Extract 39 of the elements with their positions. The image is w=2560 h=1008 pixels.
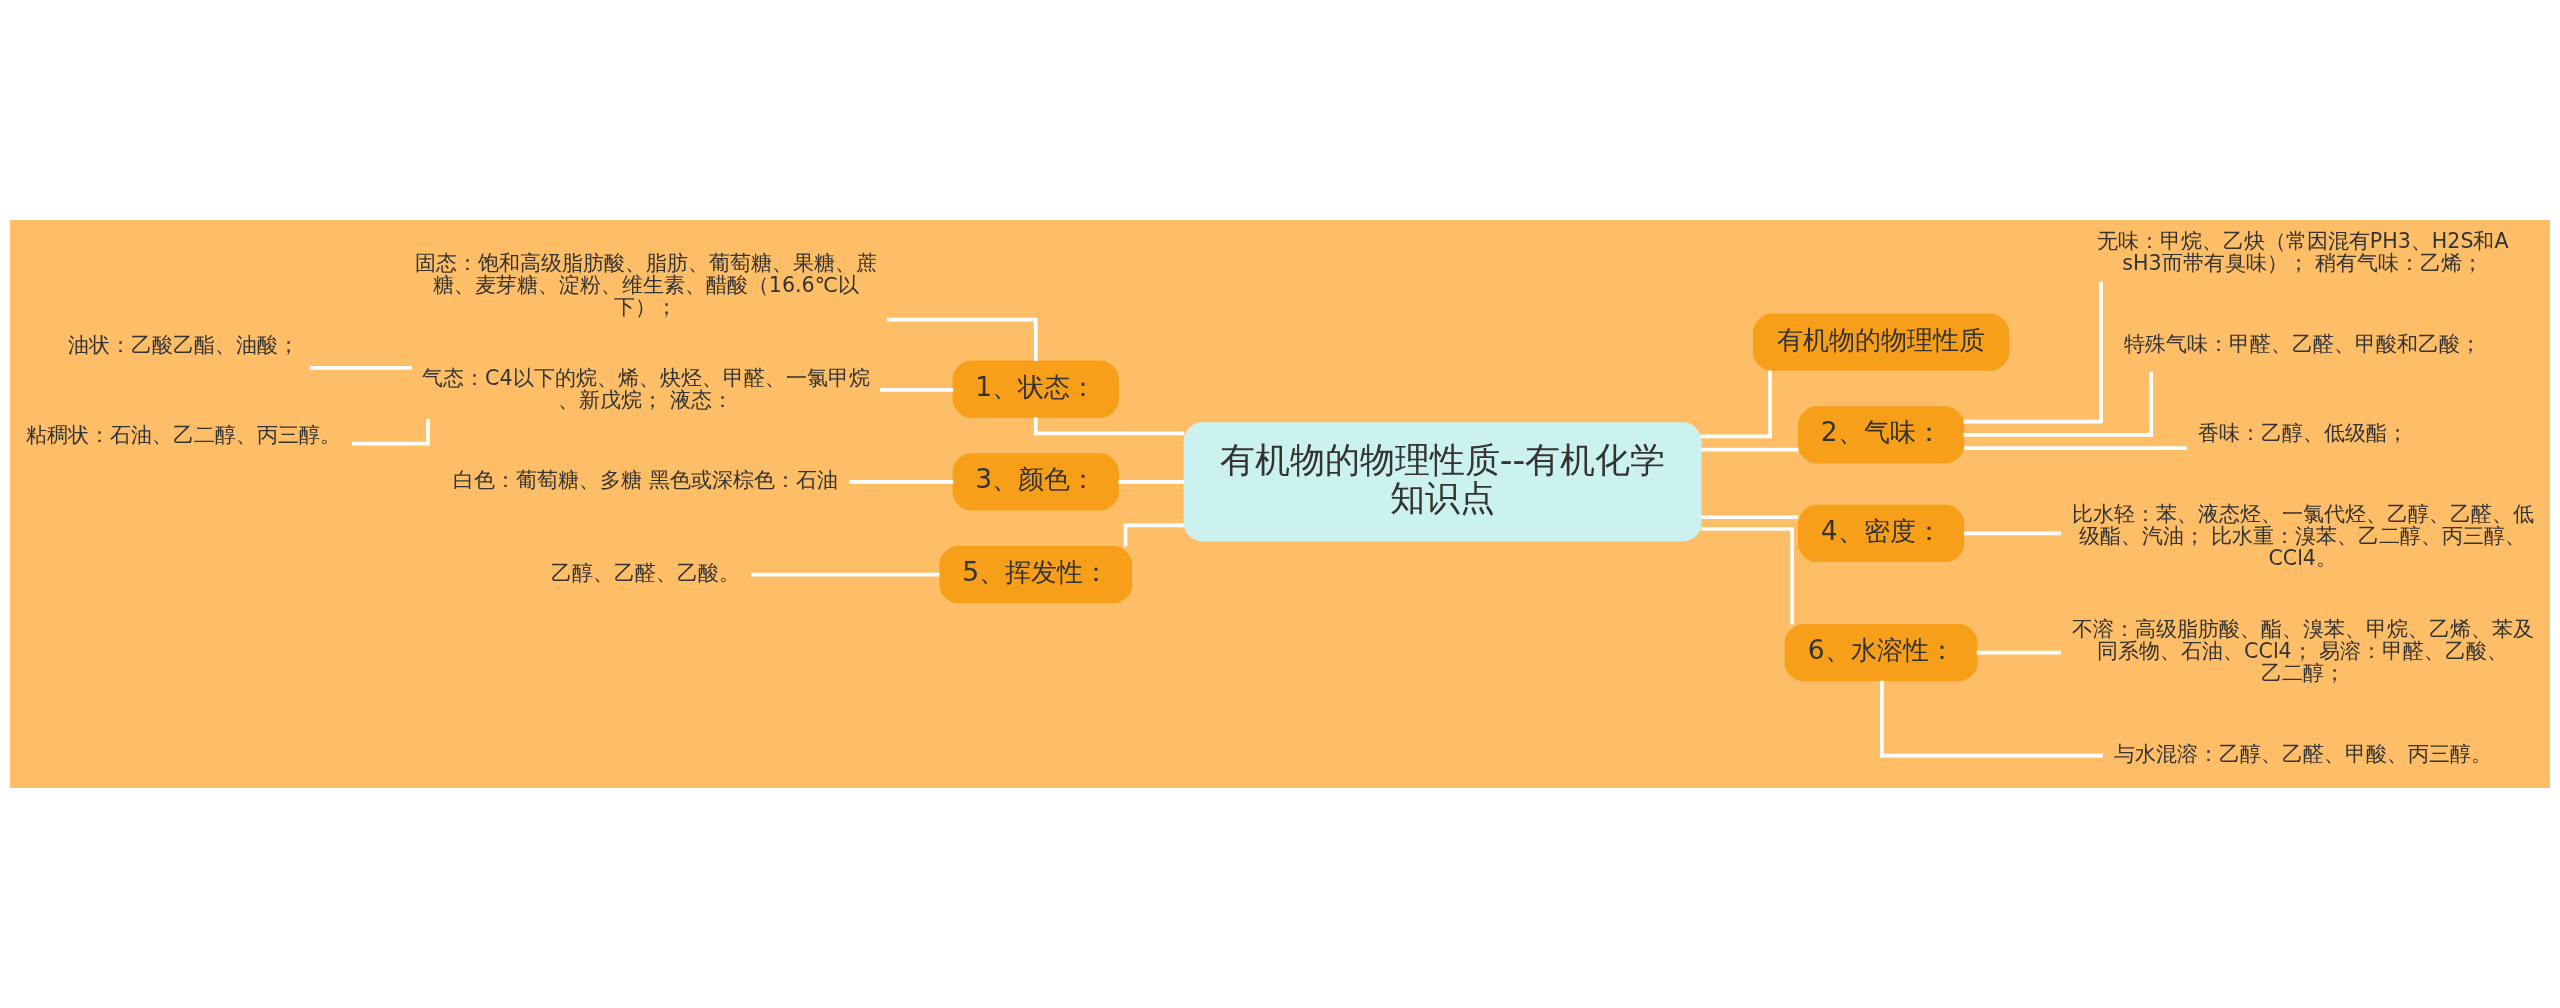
node-text: 油状：乙酸乙酯、油酸； bbox=[68, 332, 300, 357]
connector bbox=[1963, 281, 2103, 424]
node-box: 4、密度： bbox=[1797, 504, 1965, 563]
connector bbox=[1963, 446, 2187, 450]
node-text: 比水轻：苯、液态烃、一氯代烃、乙醇、乙醛、低级酯、汽油； 比水重：溴苯、乙二醇、丙三醇、CCl4。 bbox=[2071, 502, 2534, 571]
connector bbox=[1700, 515, 1799, 520]
node-box: 5、挥发性： bbox=[939, 545, 1133, 604]
node-text: 不溶：高级脂肪酸、酯、溴苯、甲烷、乙烯、苯及同系物、石油、CCl4； 易溶：甲醛、乙酸、乙二醇； bbox=[2071, 616, 2534, 686]
node-text: 白色：葡萄糖、多糖 黑色或深棕色：石油 bbox=[453, 468, 839, 493]
connector bbox=[879, 388, 954, 392]
node-text: 乙醇、乙醛、乙酸。 bbox=[551, 561, 741, 586]
connector bbox=[887, 317, 1038, 361]
node-text: 与水混溶：乙醇、乙醛、甲酸、丙三醇。 bbox=[2113, 742, 2492, 767]
node-box: 6、水溶性： bbox=[1784, 623, 1978, 682]
connector bbox=[751, 572, 940, 577]
connector bbox=[1963, 531, 2062, 536]
node-text: 固态：饱和高级脂肪酸、脂肪、葡萄糖、果糖、蔗糖、麦芽糖、淀粉、维生素、醋酸（16.6℃以下）； bbox=[414, 250, 877, 319]
connector bbox=[352, 419, 430, 446]
connector bbox=[1123, 523, 1185, 547]
connector bbox=[1963, 372, 2153, 437]
connector bbox=[1701, 370, 1772, 439]
node-text: 无味：甲烷、乙炔（常因混有PH3、H2S和AsH3而带有臭味）； 稍有气味：乙烯； bbox=[2096, 229, 2509, 276]
node-box: 有机物的物理性质 bbox=[1753, 313, 2010, 371]
node-text: 粘稠状：石油、乙二醇、丙三醇。 bbox=[26, 422, 342, 447]
node-box: 1、状态： bbox=[952, 360, 1119, 418]
connector bbox=[1118, 480, 1184, 484]
connector bbox=[1880, 680, 2103, 758]
connector bbox=[849, 480, 954, 484]
node-box: 3、颜色： bbox=[952, 453, 1119, 511]
node-text: 香味：乙醇、低级酯； bbox=[2197, 421, 2408, 446]
connector bbox=[1700, 447, 1799, 452]
connector bbox=[1976, 650, 2062, 655]
node-box: 2、气味： bbox=[1797, 406, 1965, 464]
node-text: 特殊气味：甲醛、乙醛、甲酸和乙酸； bbox=[2124, 331, 2482, 356]
connector bbox=[310, 366, 412, 370]
connector bbox=[1701, 527, 1794, 625]
node-text: 气态：C4以下的烷、烯、炔烃、甲醛、一氯甲烷、新戊烷； 液态： bbox=[422, 366, 870, 413]
node-box: 有机物的物理性质--有机化学知识点 bbox=[1183, 422, 1702, 542]
connector bbox=[1033, 417, 1185, 436]
